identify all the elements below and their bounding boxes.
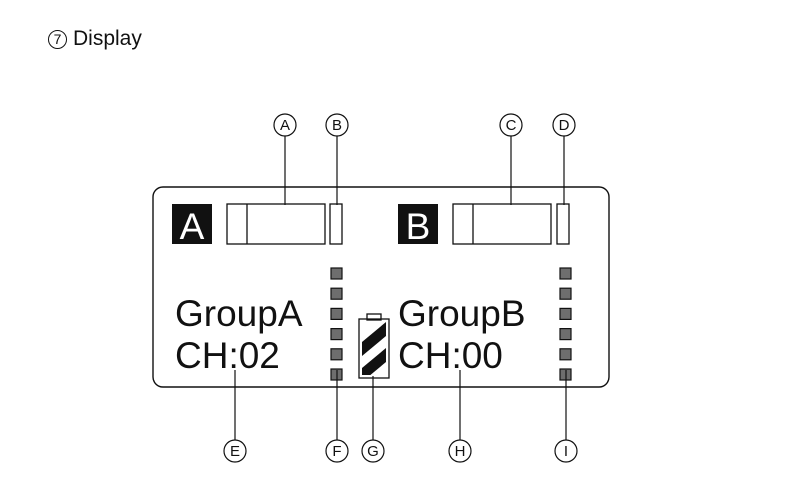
channel-b-meter-segment (559, 348, 572, 361)
svg-text:E: E (230, 443, 240, 460)
section-heading: 7 Display (48, 25, 142, 53)
svg-text:F: F (332, 443, 341, 460)
channel-a-rf-bar (226, 203, 326, 245)
channel-b-rf-bar (452, 203, 552, 245)
channel-a-meter-segment (330, 267, 343, 280)
channel-b-tag-label: B (406, 206, 431, 247)
svg-text:G: G (367, 443, 379, 460)
channel-a-tag-label: A (180, 206, 205, 247)
channel-a-meter-segment (330, 348, 343, 361)
battery-icon (358, 313, 390, 379)
callout-b: B (325, 113, 349, 137)
callout-g: G (361, 439, 385, 463)
channel-a-group: GroupA (175, 293, 303, 334)
svg-text:C: C (506, 117, 517, 134)
channel-b-level-meter (559, 267, 572, 381)
callout-leaders (234, 136, 567, 440)
svg-text:B: B (332, 117, 342, 134)
callout-f: F (325, 439, 349, 463)
callout-d: D (552, 113, 576, 137)
channel-a-tag: A (172, 204, 212, 247)
channel-b-meter-segment (559, 267, 572, 280)
callout-c: C (499, 113, 523, 137)
channel-b-meter-segment (559, 307, 572, 320)
channel-a-meter-segment (330, 307, 343, 320)
section-title: Display (73, 27, 142, 50)
channel-a-meter-segment (330, 287, 343, 300)
channel-b-meter-segment (559, 287, 572, 300)
svg-text:I: I (564, 443, 568, 460)
callout-e: E (223, 439, 247, 463)
callout-h: H (448, 439, 472, 463)
channel-a-level-meter (330, 267, 343, 381)
svg-text:A: A (280, 117, 290, 134)
callout-a: A (273, 113, 297, 137)
section-number: 7 (48, 29, 67, 49)
channel-b-meter-segment (559, 328, 572, 341)
channel-b-channel: CH:00 (398, 335, 503, 376)
lcd-frame (152, 186, 610, 388)
channel-b-group: GroupB (398, 293, 526, 334)
svg-text:D: D (559, 117, 570, 134)
channel-b-tag: B (398, 204, 438, 247)
svg-text:H: H (455, 443, 466, 460)
channel-b-indicator (556, 203, 570, 245)
channel-a-indicator (329, 203, 343, 245)
channel-a-channel: CH:02 (175, 335, 280, 376)
channel-a-meter-segment (330, 328, 343, 341)
callout-i: I (554, 439, 578, 463)
